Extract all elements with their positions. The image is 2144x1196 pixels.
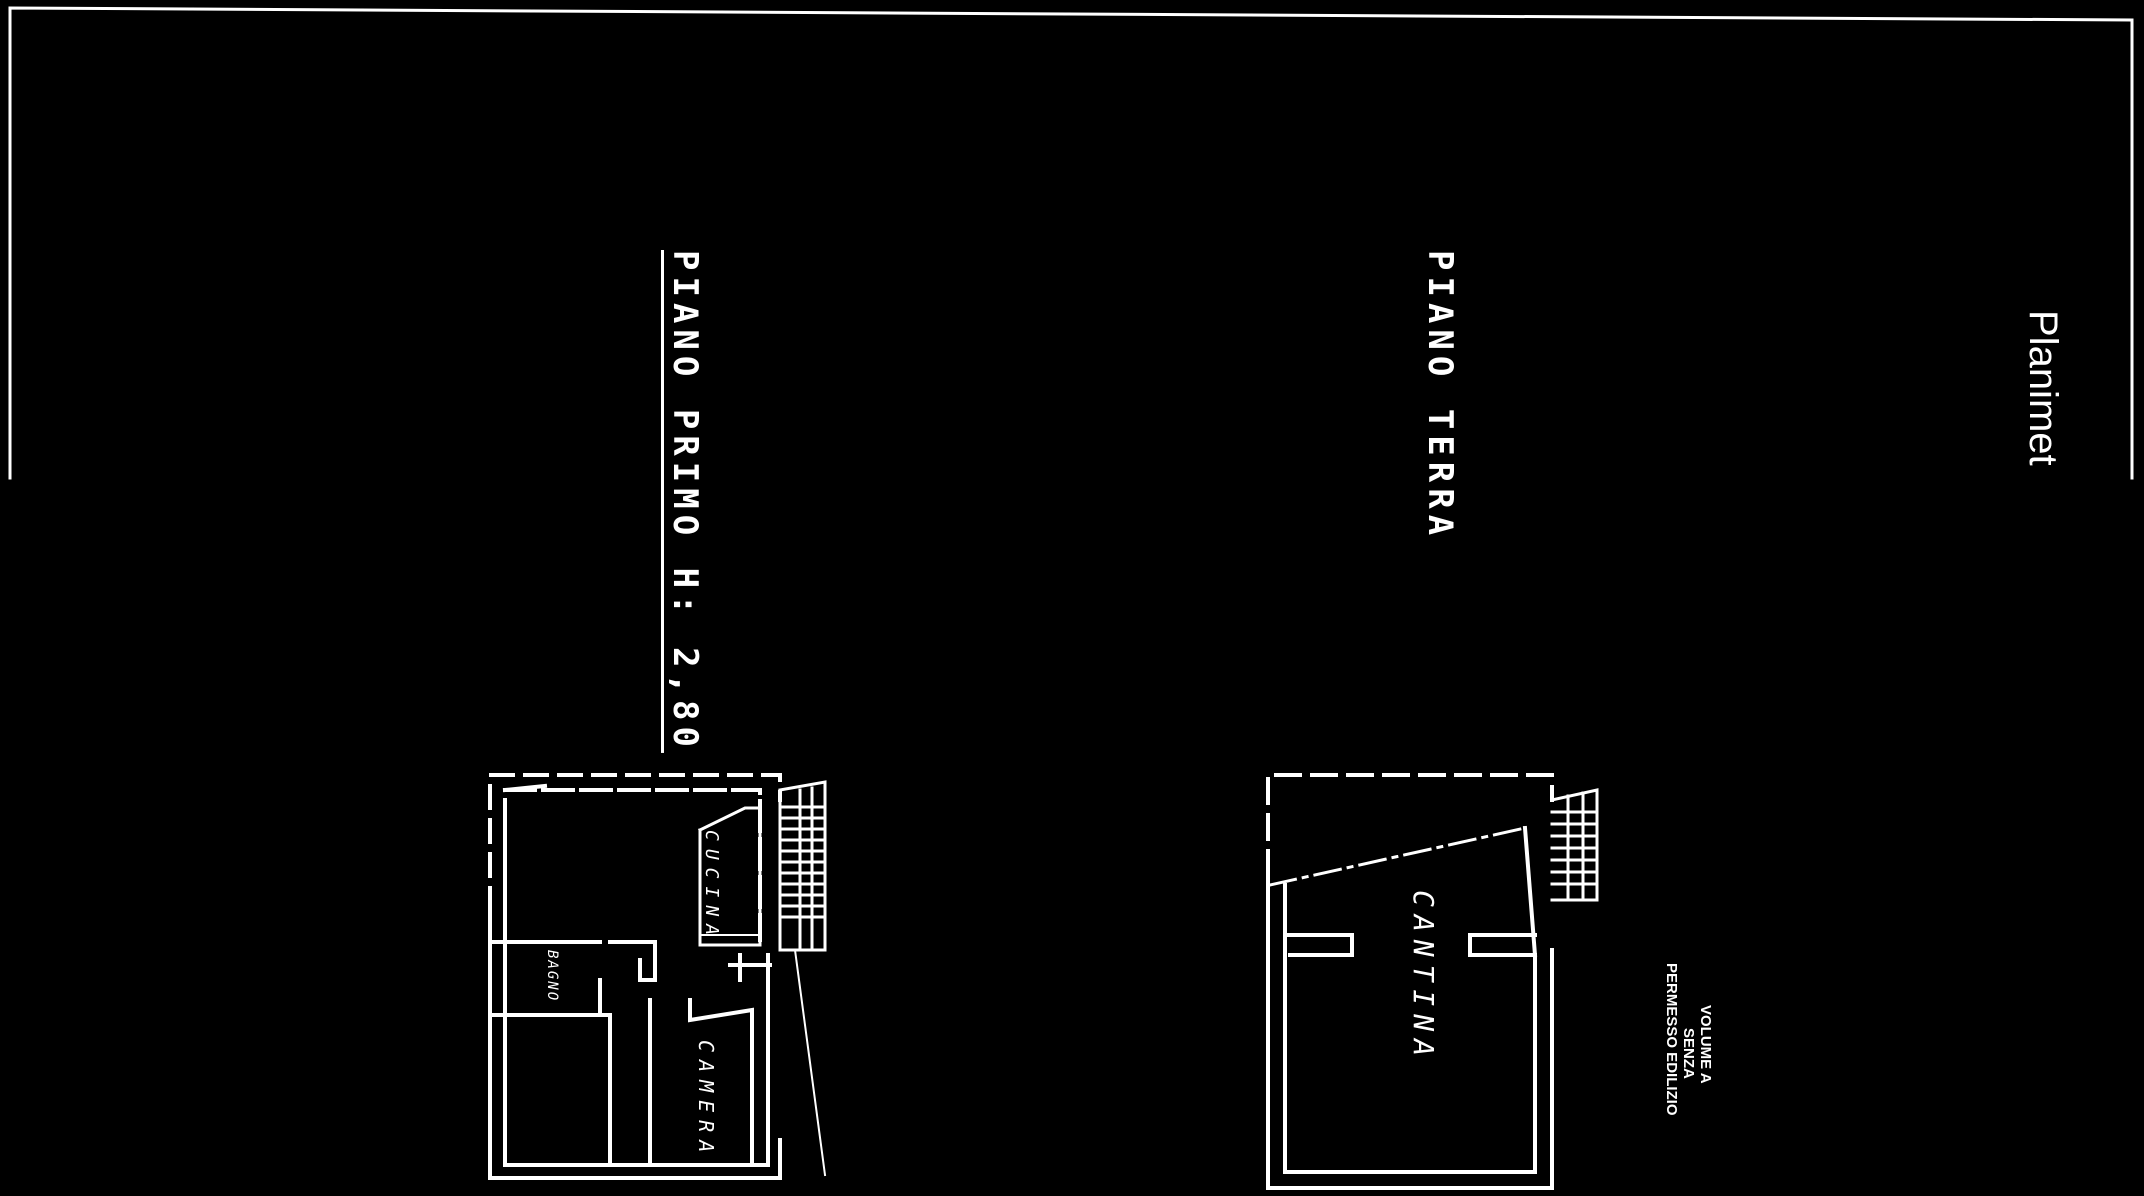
sheet-frame [8, 6, 2134, 480]
room-label-camera: CAMERA [694, 1040, 718, 1161]
document-title: Planimet [2021, 310, 2065, 466]
piano-primo-title: PIANO PRIMO H: 2,80 [665, 250, 705, 753]
piano-terra-title: PIANO TERRA [1420, 250, 1460, 542]
terra-stair [1550, 788, 1599, 902]
note-line-2: SENZA [1680, 1028, 1697, 1079]
note-line-3: PERMESSO EDILIZIO [1663, 963, 1680, 1116]
primo-stair [778, 780, 827, 952]
room-label-bagno: BAGNO [544, 950, 560, 1003]
room-label-cantina: CANTINA [1407, 890, 1440, 1065]
piano-terra-plan [1266, 773, 1599, 1190]
room-label-cucina: CUCINA [701, 830, 722, 944]
note-line-1: VOLUME A [1697, 1005, 1714, 1084]
piano-primo-plan [488, 773, 827, 1180]
